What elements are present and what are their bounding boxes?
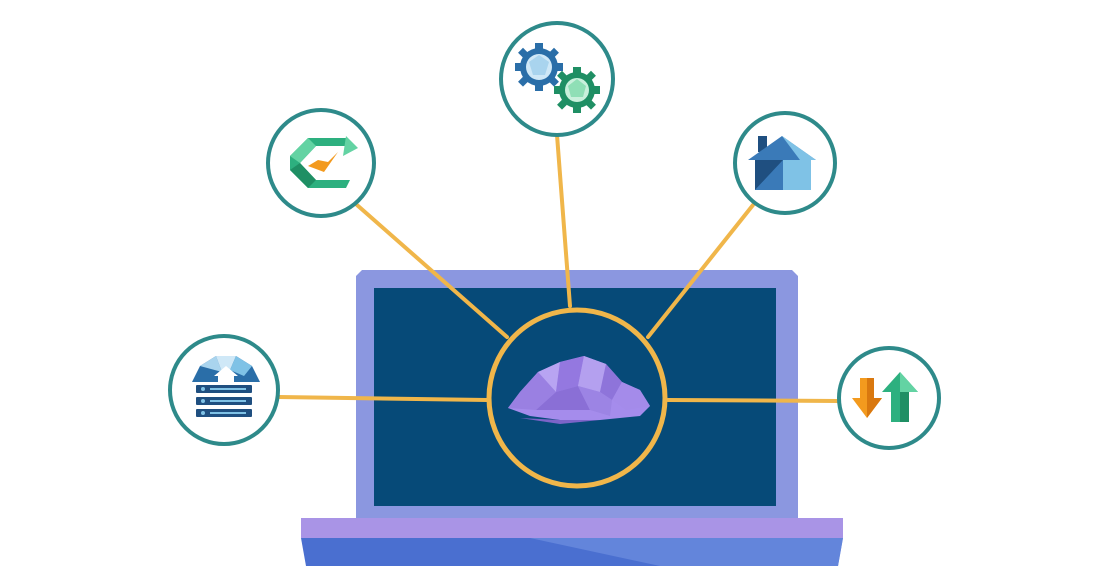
connector-automation [555, 133, 572, 308]
house-icon [748, 136, 816, 190]
cloud-server-icon [192, 356, 260, 417]
connectors [277, 133, 840, 403]
gears-icon [515, 43, 600, 113]
node-home[interactable] [733, 111, 837, 215]
connector-transfer [666, 398, 840, 403]
node-ring [499, 21, 615, 137]
node-automation[interactable] [499, 21, 615, 137]
connector-storage [277, 395, 489, 402]
backup-check-icon [290, 136, 358, 188]
upload-arrow-icon [882, 372, 918, 422]
node-transfer[interactable] [837, 346, 941, 450]
cloud-icon [508, 356, 650, 424]
hub [486, 307, 668, 489]
gear-green [554, 67, 600, 113]
node-backup[interactable] [266, 108, 376, 218]
laptop-base-top [301, 518, 843, 538]
connector-home [646, 203, 755, 339]
node-ring [837, 346, 941, 450]
connector-backup [355, 203, 509, 339]
gear-blue [515, 43, 563, 91]
upload-download-icon [852, 372, 918, 422]
node-storage[interactable] [168, 334, 280, 446]
download-arrow-icon [852, 378, 882, 418]
laptop-base-highlight [530, 538, 843, 566]
